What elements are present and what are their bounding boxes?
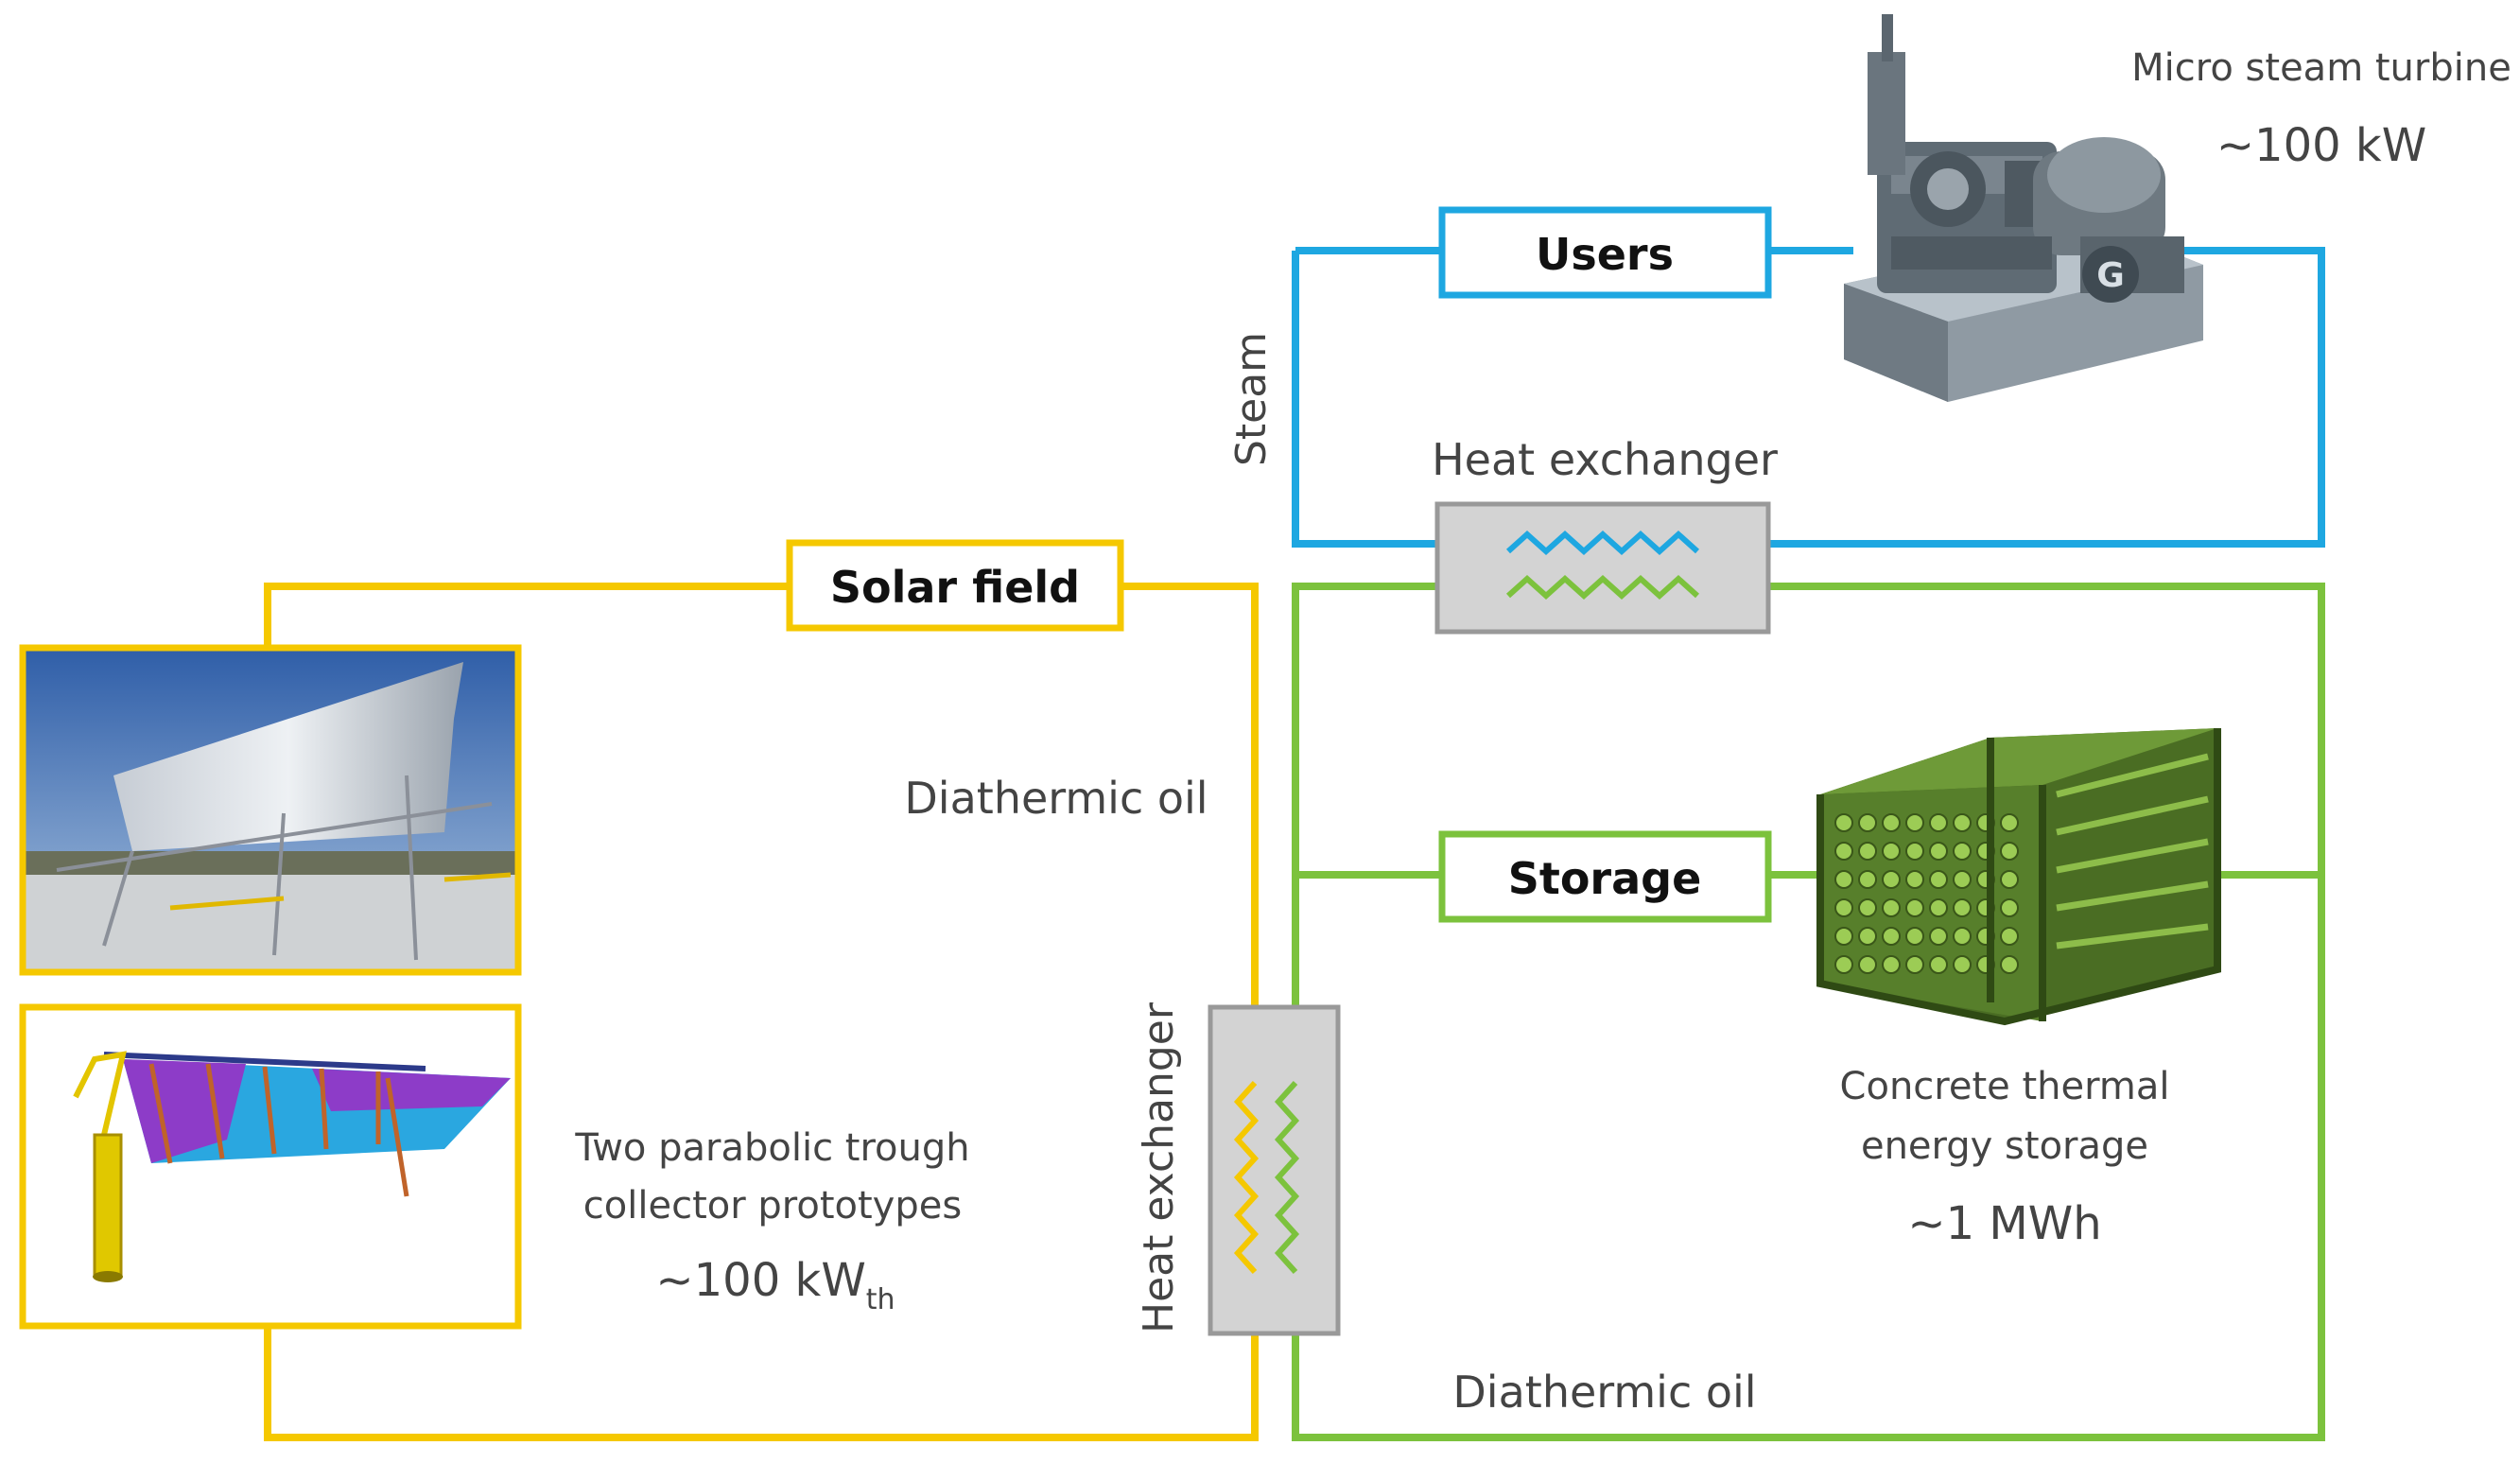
collector-power-main: ~100 kW bbox=[655, 1254, 865, 1307]
steam-loop bbox=[1292, 247, 2325, 548]
collector-power: ~100 kWth bbox=[655, 1254, 895, 1316]
heat-exchanger-left-label: Heat exchanger bbox=[1135, 1001, 1183, 1333]
zigzag-coil-icon bbox=[1274, 1080, 1300, 1275]
diathermic-oil-storage-label: Diathermic oil bbox=[1452, 1367, 1756, 1418]
solar-field-label: Solar field bbox=[830, 562, 1080, 613]
storage-info-line2: energy storage bbox=[1861, 1124, 2148, 1168]
solar-loop bbox=[264, 583, 1259, 1441]
users-label: Users bbox=[1536, 229, 1674, 280]
collector-power-sub: th bbox=[866, 1283, 895, 1316]
heat-exchanger-top bbox=[1434, 501, 1771, 635]
storage-info-line1: Concrete thermal bbox=[1840, 1065, 2170, 1108]
trough-cad-model bbox=[19, 1003, 522, 1330]
collector-line1: Two parabolic trough bbox=[574, 1126, 969, 1170]
storage-capacity: ~1 MWh bbox=[1907, 1197, 2101, 1250]
zigzag-coil-icon bbox=[1505, 574, 1700, 601]
steam-label: Steam bbox=[1227, 332, 1276, 466]
text-labels: Micro steam turbine ~100 kW Steam Heat e… bbox=[574, 46, 2511, 1418]
solar-field-box: Solar field bbox=[786, 539, 1124, 632]
storage-box: Storage bbox=[1438, 830, 1772, 923]
collector-line2: collector prototypes bbox=[583, 1184, 962, 1228]
users-box: Users bbox=[1438, 206, 1772, 299]
heat-exchanger-top-label: Heat exchanger bbox=[1432, 434, 1778, 485]
svg-text:G: G bbox=[2096, 256, 2125, 295]
turbine-power: ~100 kW bbox=[2216, 119, 2426, 172]
turbine-illustration: G bbox=[1844, 14, 2203, 402]
storage-loop bbox=[1292, 583, 2325, 1441]
diathermic-oil-solar-label: Diathermic oil bbox=[904, 773, 1208, 824]
heat-exchanger-left bbox=[1208, 1004, 1341, 1336]
zigzag-coil-icon bbox=[1233, 1080, 1260, 1275]
storage-label: Storage bbox=[1508, 853, 1702, 904]
zigzag-coil-icon bbox=[1505, 530, 1700, 556]
turbine-title: Micro steam turbine bbox=[2131, 46, 2511, 90]
concrete-storage-module bbox=[1816, 728, 2221, 1026]
parabolic-trough-photo bbox=[19, 644, 522, 976]
